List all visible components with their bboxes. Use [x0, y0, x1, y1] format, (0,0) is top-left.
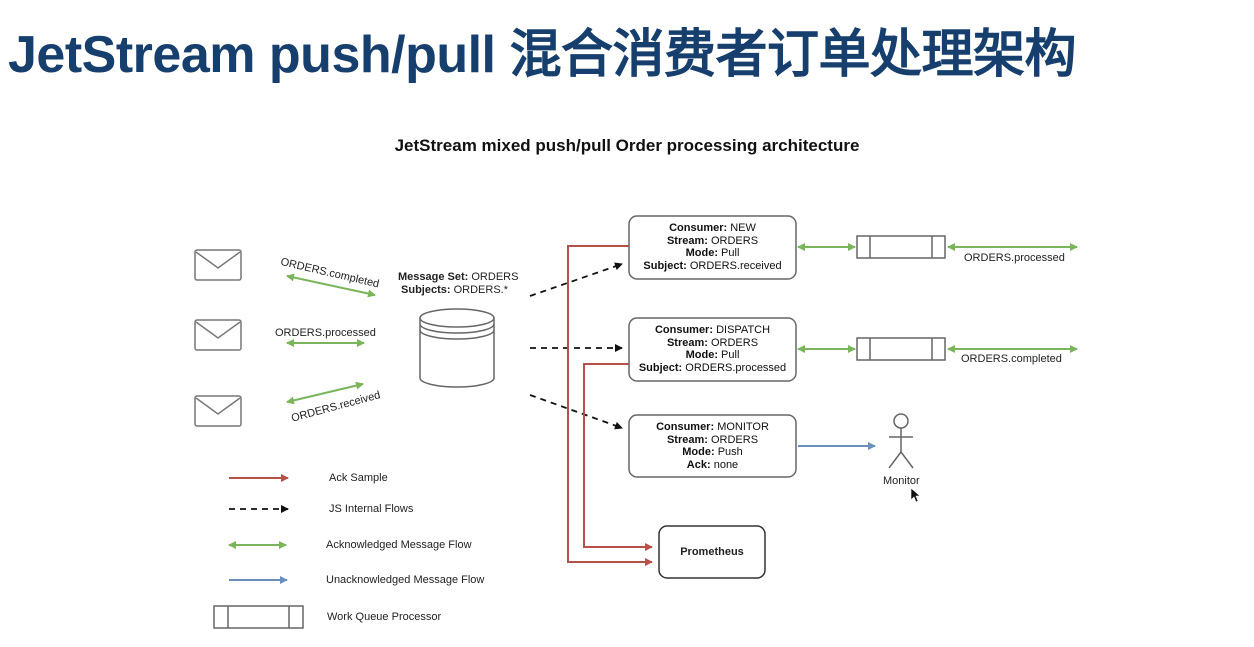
legend-unacknowledged-label: Unacknowledged Message Flow — [326, 574, 485, 586]
person-icon — [888, 413, 914, 469]
envelope-icon — [194, 395, 242, 427]
publisher-processed-label: ORDERS.processed — [275, 327, 376, 339]
new-output-label: ORDERS.processed — [964, 252, 1065, 264]
consumer-new-details: Consumer: NEW Stream: ORDERS Mode: Pull … — [643, 222, 782, 272]
legend-acknowledged-label: Acknowledged Message Flow — [326, 539, 472, 551]
legend-work-queue-icon — [213, 605, 304, 629]
envelope-icon — [194, 249, 242, 281]
legend-work-queue-label: Work Queue Processor — [327, 611, 442, 623]
stream-subjects: Subjects: ORDERS.* — [401, 284, 508, 296]
work-queue-processor-new — [856, 235, 946, 259]
envelope-icon — [194, 319, 242, 351]
page-title: JetStream push/pull 混合消费者订单处理架构 — [8, 26, 1076, 84]
prometheus-label: Prometheus — [680, 546, 744, 558]
ack-sample-flow-dispatch — [583, 363, 653, 551]
mouse-pointer-icon — [910, 487, 921, 503]
monitor-label: Monitor — [883, 475, 920, 487]
stream-message-set: Message Set: ORDERS — [398, 271, 519, 283]
received-flow-arrow — [286, 381, 364, 405]
work-queue-processor-dispatch — [856, 337, 946, 361]
dispatch-output-label: ORDERS.completed — [961, 353, 1062, 365]
consumer-monitor-box — [628, 414, 797, 478]
consumer-monitor-details: Consumer: MONITOR Stream: ORDERS Mode: P… — [656, 421, 769, 471]
legend-ack-sample-label: Ack Sample — [329, 472, 388, 484]
database-icon — [419, 308, 495, 388]
consumer-dispatch-box — [628, 317, 797, 382]
diagram-title: JetStream mixed push/pull Order processi… — [394, 136, 860, 155]
consumer-dispatch-details: Consumer: DISPATCH Stream: ORDERS Mode: … — [638, 324, 787, 374]
completed-flow-arrow — [286, 273, 376, 298]
internal-flow-new — [529, 262, 623, 297]
prometheus-box — [658, 525, 766, 579]
ack-sample-flow-new — [567, 245, 653, 566]
internal-flow-monitor — [529, 394, 623, 430]
legend-internal-label: JS Internal Flows — [329, 503, 414, 515]
consumer-new-box — [628, 215, 797, 280]
